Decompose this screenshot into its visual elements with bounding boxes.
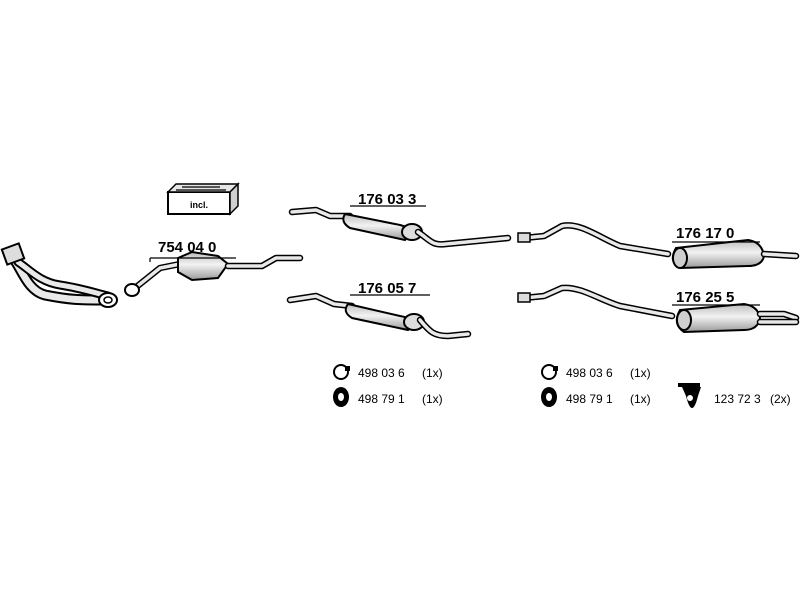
accessory-qty: (1x): [630, 366, 651, 380]
rubber-mount-icon: [541, 387, 557, 407]
part-number-176057: 176 05 7: [358, 280, 416, 297]
accessory-code: 498 79 1: [566, 392, 613, 406]
accessory-code: 123 72 3: [714, 392, 761, 406]
accessory-row-right-1: 498 03 6 (1x): [541, 364, 651, 380]
kit-label: incl.: [190, 200, 208, 210]
accessory-qty: (2x): [770, 392, 791, 406]
accessory-code: 498 79 1: [358, 392, 405, 406]
front-pipe: [0, 242, 118, 308]
rubber-mount-icon: [333, 387, 349, 407]
rear-muffler-176170: 176 17 0: [517, 222, 800, 270]
accessory-qty: (1x): [630, 392, 651, 406]
accessory-qty: (1x): [422, 392, 443, 406]
accessory-qty: (1x): [422, 366, 443, 380]
middle-muffler-176033: 176 03 3: [288, 191, 512, 248]
part-number-176170: 176 17 0: [676, 225, 734, 242]
accessory-row-left-1: 498 03 6 (1x): [333, 364, 443, 380]
catalytic-converter: 754 04 0: [124, 239, 304, 297]
accessory-code: 498 03 6: [358, 366, 405, 380]
ring-clamp-icon: [333, 364, 350, 380]
part-number-176033: 176 03 3: [358, 191, 416, 208]
hardware-kit-box: incl.: [166, 182, 240, 216]
accessory-code: 498 03 6: [566, 366, 613, 380]
rear-muffler-176255: 176 25 5: [517, 284, 800, 334]
middle-muffler-176057: 176 05 7: [286, 280, 472, 340]
accessory-row-right-2: 498 79 1 (1x): [541, 387, 651, 407]
ring-clamp-icon: [541, 364, 558, 380]
accessory-row-left-2: 498 79 1 (1x): [333, 387, 443, 407]
accessory-row-right-3: 123 72 3 (2x): [678, 383, 791, 408]
part-number-176255: 176 25 5: [676, 289, 734, 306]
hanger-bracket-icon: [678, 383, 701, 408]
part-number-754040: 754 04 0: [158, 239, 216, 256]
